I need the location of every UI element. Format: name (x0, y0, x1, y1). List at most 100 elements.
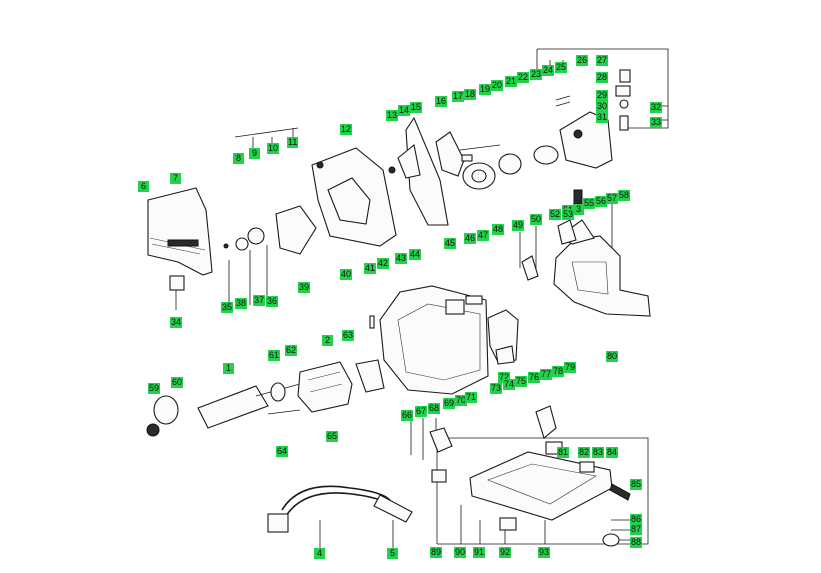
callout-28: 28 (596, 72, 609, 83)
callout-2: 2 (322, 335, 333, 346)
callout-14: 14 (398, 105, 411, 116)
callout-47: 47 (477, 230, 490, 241)
callout-5: 5 (387, 548, 398, 559)
gear-housing-part (555, 69, 631, 169)
callout-50: 50 (530, 214, 543, 225)
callout-86: 86 (630, 514, 643, 525)
callout-1: 1 (223, 363, 234, 374)
callout-43: 43 (395, 253, 408, 264)
callout-89: 89 (430, 547, 443, 558)
callout-42: 42 (377, 258, 390, 269)
callout-85: 85 (630, 479, 643, 490)
callout-55: 55 (583, 198, 596, 209)
callout-81: 81 (557, 447, 570, 458)
callout-48: 48 (492, 224, 505, 235)
callout-35: 35 (221, 302, 234, 313)
callout-41: 41 (364, 263, 377, 274)
callout-11: 11 (287, 137, 299, 148)
callout-65: 65 (326, 431, 339, 442)
callout-80: 80 (606, 351, 619, 362)
callout-63: 63 (342, 330, 355, 341)
callout-12: 12 (340, 124, 353, 135)
callout-56: 56 (595, 196, 608, 207)
main-housing-part (311, 147, 397, 247)
callout-75: 75 (515, 376, 528, 387)
small-parts (223, 205, 577, 365)
callout-9: 9 (249, 148, 260, 159)
callout-23: 23 (530, 69, 543, 80)
callout-73: 73 (490, 383, 503, 394)
callout-78: 78 (552, 366, 565, 377)
callout-7: 7 (170, 173, 181, 184)
callout-8: 8 (233, 153, 244, 164)
callout-62: 62 (285, 345, 298, 356)
callout-15: 15 (410, 102, 423, 113)
callout-21: 21 (505, 76, 518, 87)
callout-13: 13 (386, 110, 399, 121)
callout-61: 61 (268, 350, 281, 361)
callout-53: 53 (562, 209, 575, 220)
callout-33: 33 (650, 117, 663, 128)
base-plate-part (429, 405, 631, 547)
callout-40: 40 (340, 269, 353, 280)
callout-69: 69 (443, 398, 456, 409)
callout-93: 93 (538, 547, 551, 558)
callout-68: 68 (428, 403, 441, 414)
callout-45: 45 (444, 238, 457, 249)
callout-3: 3 (573, 204, 584, 215)
callout-20: 20 (491, 80, 504, 91)
callout-83: 83 (592, 447, 605, 458)
power-cord-part (267, 485, 413, 533)
callout-64: 64 (276, 446, 289, 457)
callout-30: 30 (596, 101, 609, 112)
callout-22: 22 (517, 72, 530, 83)
callout-58: 58 (618, 190, 631, 201)
callout-74: 74 (503, 379, 516, 390)
callout-77: 77 (540, 369, 553, 380)
callout-24: 24 (542, 65, 555, 76)
callout-10: 10 (267, 143, 280, 154)
callout-29: 29 (596, 90, 609, 101)
callout-79: 79 (564, 362, 577, 373)
callout-32: 32 (650, 102, 663, 113)
callout-49: 49 (512, 220, 525, 231)
callout-4: 4 (314, 548, 325, 559)
callout-44: 44 (409, 249, 422, 260)
callout-92: 92 (499, 547, 512, 558)
callout-26: 26 (576, 55, 589, 66)
callout-38: 38 (235, 298, 248, 309)
callout-57: 57 (606, 193, 619, 204)
callout-90: 90 (454, 547, 467, 558)
callout-72: 72 (498, 372, 511, 383)
callout-34: 34 (170, 317, 183, 328)
callout-82: 82 (578, 447, 591, 458)
callout-84: 84 (606, 447, 619, 458)
callout-36: 36 (266, 296, 279, 307)
callout-16: 16 (435, 96, 448, 107)
callout-17: 17 (452, 91, 465, 102)
callout-91: 91 (473, 547, 486, 558)
saw-body-part (379, 285, 519, 395)
callout-52: 52 (549, 209, 562, 220)
callout-18: 18 (464, 89, 477, 100)
callout-71: 71 (465, 392, 478, 403)
callout-25: 25 (555, 62, 568, 73)
callout-46: 46 (464, 233, 477, 244)
callout-76: 76 (528, 372, 541, 383)
callout-60: 60 (171, 377, 184, 388)
spindle-parts (459, 144, 559, 190)
callout-59: 59 (148, 383, 161, 394)
stator-part (267, 359, 385, 415)
callout-39: 39 (298, 282, 311, 293)
callout-66: 66 (401, 410, 414, 421)
callout-88: 88 (630, 537, 643, 548)
callout-27: 27 (596, 55, 609, 66)
callout-37: 37 (253, 295, 266, 306)
callout-70: 70 (455, 395, 468, 406)
callout-31: 31 (596, 112, 609, 123)
armature-part (146, 382, 301, 437)
callout-6: 6 (138, 181, 149, 192)
guide-rails-part (388, 116, 465, 226)
